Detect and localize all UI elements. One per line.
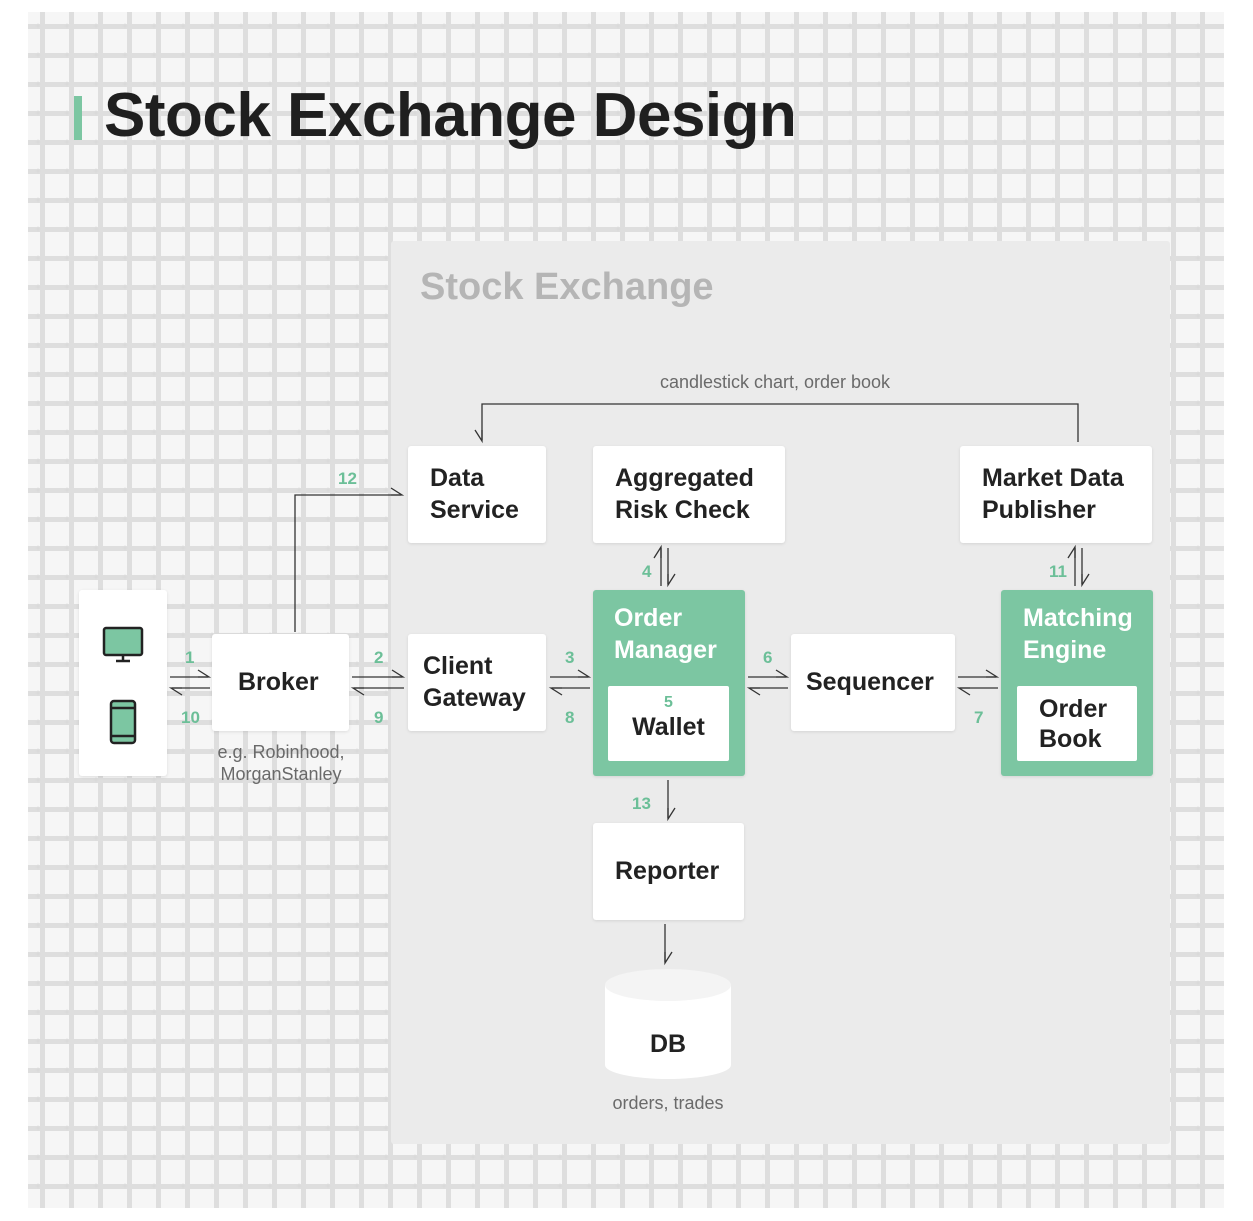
page-title: Stock Exchange Design	[104, 81, 797, 150]
order-book-label: Order Book	[1039, 695, 1108, 753]
title-accent-bar	[74, 96, 82, 140]
data-service-label: Data Service	[430, 464, 519, 524]
matching-engine-label: Matching Engine	[1023, 604, 1133, 664]
reporter-label: Reporter	[615, 857, 720, 885]
wallet-label: Wallet	[632, 713, 705, 741]
order-manager-label: Order Manager	[614, 604, 717, 664]
market-data-publisher-box[interactable]: Market Data Publisher	[960, 446, 1152, 543]
sequencer-label: Sequencer	[806, 668, 934, 696]
step-12-arrow-head	[390, 487, 405, 496]
wallet-box[interactable]: 5 Wallet	[608, 686, 729, 761]
broker-label: Broker	[238, 668, 319, 696]
matching-engine-box[interactable]: Matching Engine Order Book	[1001, 590, 1153, 776]
step-6-label: 6	[763, 648, 773, 667]
data-service-box[interactable]: Data Service	[408, 446, 546, 543]
db-cylinder	[605, 969, 731, 1079]
feed-arrow-head	[474, 429, 483, 444]
broker-box[interactable]: Broker	[212, 634, 349, 731]
mobile-phone-icon	[109, 699, 137, 745]
order-manager-box[interactable]: Order Manager 5 Wallet	[593, 590, 745, 776]
reporter-box[interactable]: Reporter	[593, 823, 744, 920]
step-12-arrow	[294, 494, 401, 632]
feed-note: candlestick chart, order book	[659, 372, 891, 392]
step-7-label: 7	[974, 708, 984, 727]
step-4-label: 4	[642, 562, 652, 581]
step-1-label: 1	[185, 648, 195, 667]
db-label: DB	[649, 1030, 687, 1058]
client-gateway-label: Client Gateway	[423, 652, 526, 712]
feed-arrow-line	[481, 403, 1079, 442]
client-gateway-box[interactable]: Client Gateway	[408, 634, 546, 731]
step-11-label: 11	[1049, 562, 1067, 581]
broker-note: e.g. Robinhood, MorganStanley	[217, 742, 345, 784]
step-3-label: 3	[565, 648, 575, 667]
step-13-label: 13	[632, 794, 651, 813]
client-devices[interactable]	[79, 590, 167, 776]
step-8-label: 8	[565, 708, 575, 727]
step-10-label: 10	[181, 708, 200, 727]
db-note: orders, trades	[612, 1093, 724, 1113]
desktop-monitor-icon	[102, 626, 144, 663]
step-9-label: 9	[374, 708, 384, 727]
risk-check-label: Aggregated Risk Check	[615, 464, 754, 524]
risk-check-box[interactable]: Aggregated Risk Check	[593, 446, 785, 543]
sequencer-box[interactable]: Sequencer	[791, 634, 955, 731]
stock-exchange-title: Stock Exchange	[420, 266, 714, 308]
order-book-box[interactable]: Order Book	[1017, 686, 1137, 761]
step-2-label: 2	[374, 648, 384, 667]
step-12-label: 12	[338, 469, 357, 488]
step-5-label: 5	[664, 694, 673, 711]
market-data-publisher-label: Market Data Publisher	[982, 464, 1124, 524]
